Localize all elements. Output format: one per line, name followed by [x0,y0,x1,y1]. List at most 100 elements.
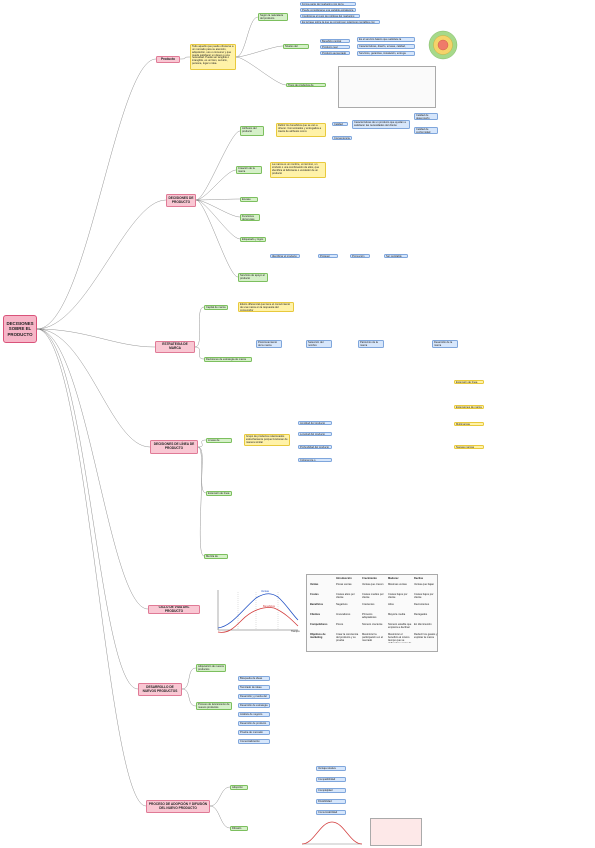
ciclo-cell: Maximizar la participación en el mercado [362,633,383,642]
nivel-real: Producto real [320,45,350,49]
section-adopcion[interactable]: PROCESO DE ADOPCIÓN Y DIFUSIÓN DEL NUEVO… [146,800,210,813]
etapa-6[interactable]: Prueba de mercado [238,730,270,735]
node-adopcion[interactable]: Adopción [230,785,248,790]
etapa-2[interactable]: Desarrollo y prueba del concepto [238,694,270,699]
etapa-7[interactable]: Comercialización [238,739,270,744]
ciclo-row-2: Beneficios [310,603,324,606]
ciclo-cell: Rezagados [414,613,428,616]
node-funciones-envase[interactable]: Funciones del envase [240,214,260,221]
node-proceso-lanzamiento[interactable]: Proceso de lanzamiento de nuevos product… [196,702,232,710]
root-connector-5 [36,328,139,690]
atributos-desc: Definir los beneficios que se van a ofre… [276,123,326,137]
ciclo-cell: Costes bajos por cliente [414,593,434,599]
section-estrategia[interactable]: ESTRATEGIA DE MARCA [155,341,195,353]
caracteristica-1[interactable]: Compatibilidad [316,777,346,782]
ciclo-cell: Costes bajos por cliente [388,593,408,599]
etapa-5[interactable]: Desarrollo de producto [238,721,270,726]
caracteristica-2[interactable]: Complejidad [316,788,346,793]
sub-connector-7 [195,199,241,218]
caracteristica-4[interactable]: Comunicabilidad [316,810,346,815]
node-difusion[interactable]: Difusión [230,826,248,831]
ciclo-cell: Maximizar el beneficio al mismo tiempo q… [388,633,412,643]
section-linea[interactable]: DECISIONES DE LÍNEA DE PRODUCTO [150,440,198,454]
etapa-3[interactable]: Desarrollo de estrategia de marketing [238,703,270,708]
node-envase[interactable]: Envase [240,197,258,202]
estrategia-extension: Extensión de línea [454,380,484,384]
node-posicionamiento[interactable]: Posicionamiento de la marca [256,340,282,348]
sub-connector-0 [179,56,191,60]
node-lineas-producto[interactable]: Líneas de producto [206,438,232,443]
ciclo-cell: Ventas que crecen [362,583,384,586]
nivel-beneficio-desc: Es el servicio básico que satisface la n… [357,37,415,42]
ciclo-cell: Pocas ventas [336,583,352,586]
node-naturaleza[interactable]: Según la naturaleza del producto [258,13,288,21]
node-seleccion-nombre[interactable]: Selección del nombre [306,340,332,348]
node-atributos[interactable]: Atributos del producto [240,126,264,136]
node-estrategia-marca[interactable]: Decisiones de estrategia de marca [204,357,252,362]
node-capital-marca[interactable]: Capital de marca [204,305,228,310]
estrategia-multimarca: Multimarcas [454,422,484,426]
node-coherencia[interactable]: Coherencia o consistencia [298,458,332,462]
sub-connector-1 [235,16,259,58]
section-producto[interactable]: Producto [156,56,180,63]
ciclo-cell: Primeros adoptadores [362,613,377,619]
ciclo-cell: Número estable que empieza a declinar [388,623,412,629]
caracteristica-0[interactable]: Ventaja relativa [316,766,346,771]
ciclo-cell: En disminución [414,623,432,626]
node-profundidad[interactable]: Profundidad del producto [298,445,332,449]
node-conveniencia[interactable]: Conveniencia [332,136,352,140]
node-extension-linea[interactable]: Extensión de línea [206,491,232,496]
naturaleza-item-3: Es la base sobre la que se construyen re… [300,20,380,24]
adopcion-table [370,818,422,846]
ciclo-col-2: Madurez [388,577,399,580]
node-longitud[interactable]: Longitud del producto [298,432,332,436]
etapa-1[interactable]: Tamizado de ideas [238,685,270,690]
ciclo-cell: Reducir los gastos y explotar la marca [414,633,438,639]
node-desarrollo-marca[interactable]: Desarrollo de la marca [432,340,458,348]
ciclo-cell: Ventas que bajan [414,583,435,586]
node-mezcla[interactable]: Mezcla de productos [204,554,228,559]
ciclo-row-0: Ventas [310,583,319,586]
node-creacion-marca[interactable]: Creación de la marca [236,166,262,174]
ciclo-cell: Costes medios por cliente [362,593,384,599]
sub-connector-14 [197,446,205,557]
calidad-conformidad[interactable]: Calidad de conformidad [414,127,438,134]
ciclo-row-5: Objetivos de marketing [310,633,326,639]
node-etiquetado[interactable]: Etiquetado y logos [240,237,266,242]
etapa-0[interactable]: Búsqueda de ideas [238,676,270,681]
lineas-desc: Grupo de productos relacionados estrecha… [244,434,290,446]
node-patrocinio[interactable]: Patrocinio de la marca [358,340,384,348]
sub-connector-3 [235,56,287,86]
tipos-table [338,66,436,108]
calidad-desempeno[interactable]: Calidad de desempeño [414,113,438,120]
node-adquisicion[interactable]: Adquisición de nuevos productos [196,664,226,672]
sub-connector-10 [194,306,205,348]
nivel-real-desc: Características, diseño, envase, calidad… [357,44,415,49]
root-connector-6 [36,328,147,807]
ciclo-cell: Crear la conciencia del producto y su pr… [336,633,359,642]
sub-connector-13 [197,446,207,494]
sub-connector-17 [209,786,231,807]
ciclo-row-1: Costes [310,593,319,596]
node-amplitud[interactable]: Amplitud del producto [298,421,332,425]
node-servicios-apoyo[interactable]: Servicios de apoyo al producto [238,273,268,282]
etapa-4[interactable]: Análisis de negocio [238,712,270,717]
root-node[interactable]: DECISIONES SOBRE EL PRODUCTO [3,315,37,343]
sub-connector-2 [235,45,284,58]
section-decisiones[interactable]: DECISIONES DE PRODUCTO [166,194,196,207]
root-connector-1 [36,199,167,330]
node-niveles[interactable]: Niveles del producto [283,44,309,49]
ciclo-cell: Número creciente [362,623,383,626]
caracteristica-3[interactable]: Divisibilidad [316,799,346,804]
section-desarrollo[interactable]: DESARROLLO DE NUEVOS PRODUCTOS [138,683,182,696]
estrategia-nuevas: Nuevas marcas [454,445,484,449]
node-calidad[interactable]: Calidad [332,122,348,126]
funcion-reciclable: Ser reciclable [384,254,408,258]
naturaleza-item-0: Forma parte del marketing mix de la empr… [300,2,356,6]
ciclo-row-4: Competidores [310,623,328,626]
sub-connector-9 [195,199,239,278]
root-connector-4 [36,328,149,610]
node-tipos[interactable]: Tipos de productos de consumo [286,83,326,87]
section-ciclo[interactable]: CICLO DE VIDA DEL PRODUCTO [148,605,200,614]
